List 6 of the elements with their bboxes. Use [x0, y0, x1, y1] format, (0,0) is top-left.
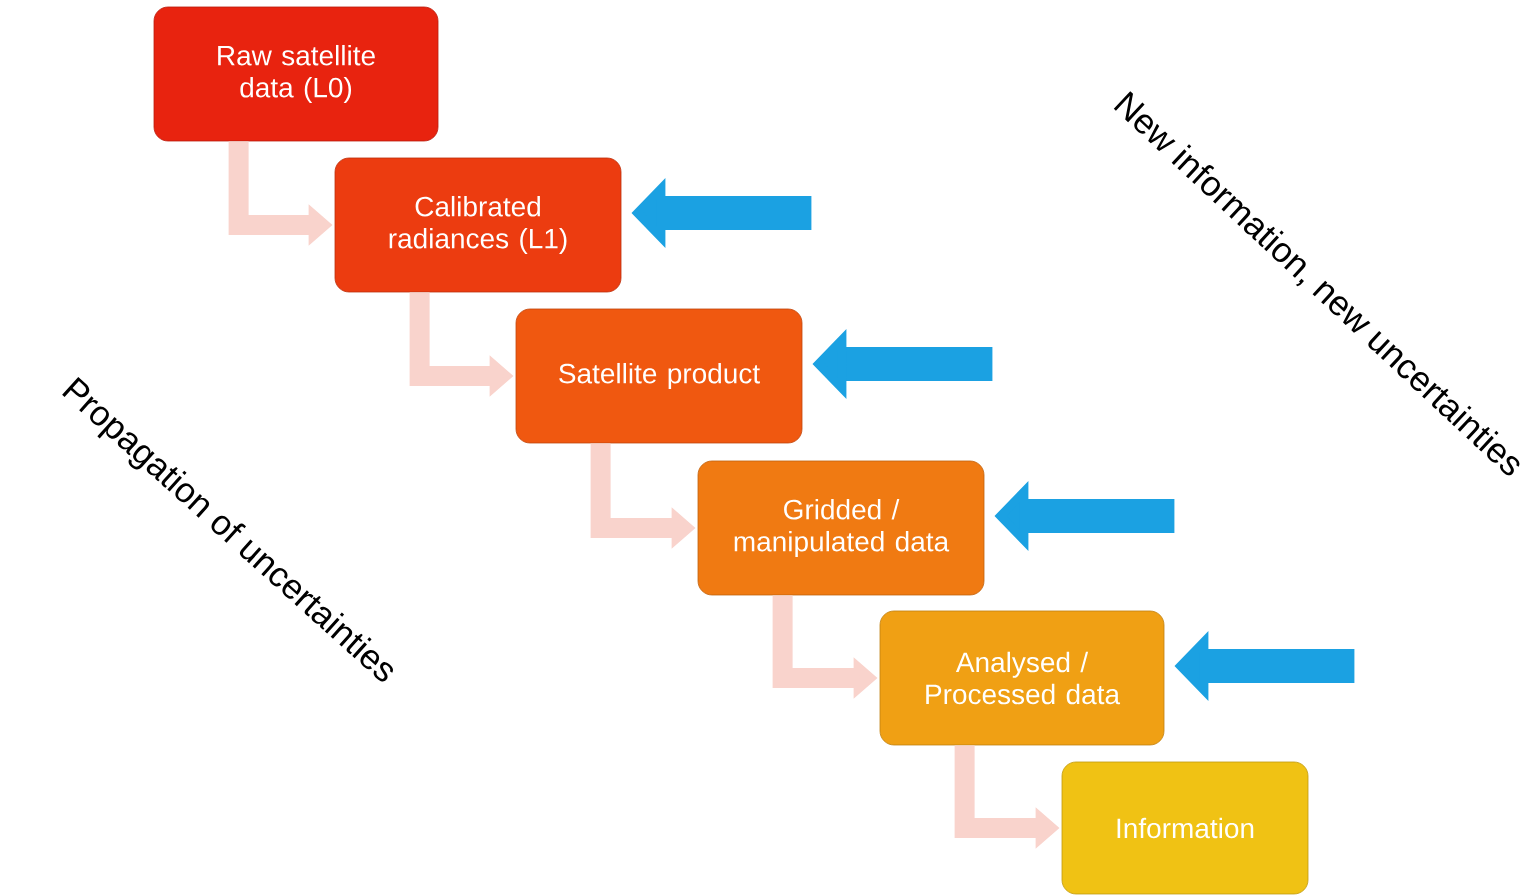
process-box: Raw satellite data (L0) [153, 6, 439, 142]
process-box: Gridded / manipulated data [697, 460, 985, 596]
process-box: Calibrated radiances (L1) [334, 157, 622, 293]
process-box: Information [1061, 761, 1309, 895]
process-box: Satellite product [515, 308, 803, 444]
process-box: Analysed / Processed data [879, 610, 1165, 746]
